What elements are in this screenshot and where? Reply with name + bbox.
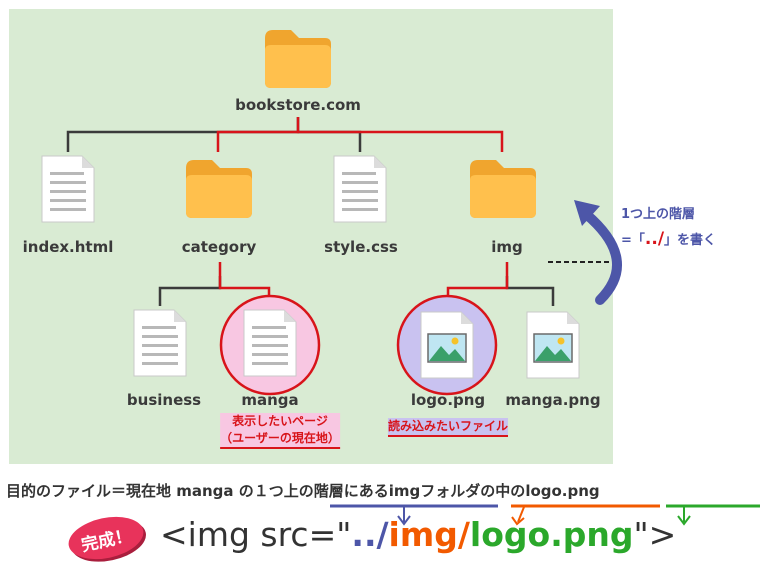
code-folder: img/ bbox=[388, 515, 470, 554]
sentence-part6: logo.png bbox=[525, 482, 600, 500]
category-label: category bbox=[181, 238, 257, 256]
up-arrow-head-icon bbox=[574, 200, 600, 226]
manga-label: manga bbox=[241, 391, 299, 409]
code-file: logo.png bbox=[469, 515, 634, 554]
root-label: bookstore.com bbox=[235, 96, 361, 114]
side-note-dots: ../ bbox=[644, 229, 665, 249]
current-page-note-line2: （ユーザーの現在地） bbox=[220, 431, 340, 445]
img-label: img bbox=[491, 238, 523, 256]
sentence-part2: １つ上の階層 bbox=[253, 482, 344, 500]
manga-file-icon bbox=[243, 309, 297, 377]
sentence-part5: の中の bbox=[480, 482, 526, 500]
side-note-line2: =「../」を書く bbox=[621, 227, 761, 253]
style-css-file-icon bbox=[333, 155, 387, 223]
sentence-underlines bbox=[330, 504, 760, 526]
logo-png-image-icon bbox=[420, 311, 474, 379]
sentence-part1: 目的のファイル＝現在地 manga の bbox=[6, 482, 254, 500]
code-close: "> bbox=[633, 515, 677, 554]
side-note-line1: 1つ上の階層 bbox=[621, 207, 696, 222]
business-file-icon bbox=[133, 309, 187, 377]
side-note: 1つ上の階層 =「../」を書く bbox=[621, 203, 761, 253]
code-open: <img src=" bbox=[160, 515, 352, 554]
img-tag-code: <img src="../img/logo.png"> bbox=[160, 515, 676, 554]
side-note-suffix: 」を書く bbox=[664, 233, 717, 248]
current-page-note-line1: 表示したいページ bbox=[232, 414, 328, 428]
code-dots: ../ bbox=[351, 515, 389, 554]
sentence-part3: にある bbox=[343, 482, 389, 500]
root-folder-icon bbox=[265, 30, 331, 88]
logo-png-label: logo.png bbox=[410, 391, 486, 409]
current-page-note: 表示したいページ （ユーザーの現在地） bbox=[220, 413, 340, 449]
side-note-prefix: =「 bbox=[621, 233, 645, 248]
style-css-label: style.css bbox=[324, 238, 398, 256]
manga-png-image-icon bbox=[526, 311, 580, 379]
target-file-note: 読み込みたいファイル bbox=[387, 418, 509, 437]
img-folder-icon bbox=[470, 160, 536, 218]
sentence-part4: imgフォルダ bbox=[388, 482, 481, 500]
index-html-file-icon bbox=[41, 155, 95, 223]
up-one-level-arrow bbox=[581, 209, 622, 305]
business-label: business bbox=[126, 391, 202, 409]
index-html-label: index.html bbox=[22, 238, 114, 256]
explanation-sentence: 目的のファイル＝現在地 manga の１つ上の階層にあるimgフォルダの中のlo… bbox=[6, 480, 600, 501]
manga-png-label: manga.png bbox=[505, 391, 601, 409]
category-folder-icon bbox=[186, 160, 252, 218]
